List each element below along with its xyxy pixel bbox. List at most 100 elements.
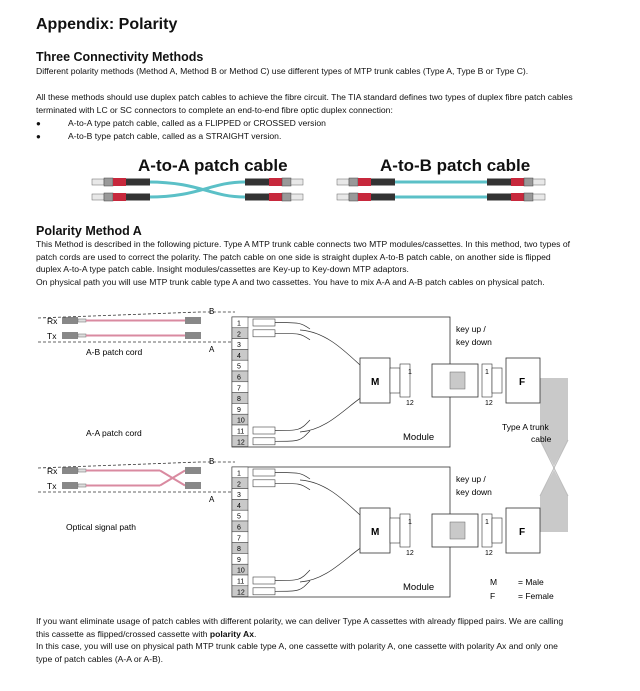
connector-body xyxy=(185,467,201,474)
internal-fiber xyxy=(274,430,311,442)
port-number: 8 xyxy=(237,546,241,553)
port-a-label: A xyxy=(209,495,215,504)
lc-adapter xyxy=(252,437,276,446)
paragraph-line: duplex A-to-A type patch cable. Insight … xyxy=(36,264,409,275)
mtp-pin-1: 1 xyxy=(485,369,489,376)
mtp-male-label: M xyxy=(371,377,379,388)
optical-signal-path-label: Optical signal path xyxy=(66,522,136,532)
trunk-label-line2: cable xyxy=(531,434,552,444)
key-down-label: key down xyxy=(456,337,492,347)
port-b-label: B xyxy=(209,307,214,316)
bullet-text: A-to-A type patch cable, called as a FLI… xyxy=(68,118,326,128)
connector-ferrule xyxy=(77,333,87,338)
patch-cord-label: A-B patch cord xyxy=(86,347,142,357)
footer-text-part: this cassette as flipped/crossed cassett… xyxy=(36,628,210,639)
mtp-male-label: M xyxy=(371,527,379,538)
rx-label: Rx xyxy=(47,466,58,476)
polarity-diagram: Type A trunk cable Optical signal path M… xyxy=(37,307,569,601)
key-up-label: key up / xyxy=(456,324,486,334)
port-number: 2 xyxy=(237,331,241,338)
mtp-ferrule xyxy=(389,517,401,544)
footer-line: type of patch cables (A-A or A-B). xyxy=(36,653,164,664)
rx-label: Rx xyxy=(47,316,58,326)
signal-path-line xyxy=(37,311,235,319)
footer-text-part: . xyxy=(253,628,257,639)
mtp-pin-12: 12 xyxy=(406,400,414,407)
mtp-male-block xyxy=(359,507,391,554)
key-up-label: key up / xyxy=(456,474,486,484)
lc-adapter xyxy=(252,329,276,338)
internal-fiber xyxy=(274,419,311,431)
section-heading-method-a: Polarity Method A xyxy=(36,224,142,238)
lc-adapter xyxy=(252,479,276,488)
mtp-housing xyxy=(399,363,411,398)
mtp-ferrule xyxy=(491,367,503,394)
footer-line: In this case, you will use on physical p… xyxy=(36,641,558,652)
patch-cable-illustration xyxy=(91,177,546,202)
ab-patch-cable xyxy=(336,177,546,202)
port-number: 2 xyxy=(237,481,241,488)
legend-m: M xyxy=(490,577,497,587)
mtp-ferrule xyxy=(491,517,503,544)
port-number: 12 xyxy=(237,589,245,596)
adapter-key xyxy=(449,521,466,540)
port-number: 8 xyxy=(237,396,241,403)
trunk-cable xyxy=(539,378,569,532)
trunk-label-line1: Type A trunk xyxy=(502,422,550,432)
module-label: Module xyxy=(403,582,434,593)
paragraph-line: All these methods should use duplex patc… xyxy=(36,92,573,102)
connector-ferrule xyxy=(77,483,87,488)
connector-body xyxy=(185,332,201,339)
paragraph-line: patch cords are used to correct the pola… xyxy=(36,251,551,262)
bullet-dot: ● xyxy=(36,132,41,141)
mtp-female-block xyxy=(505,357,541,404)
port-number: 10 xyxy=(237,418,245,425)
mtp-female-label: F xyxy=(519,527,525,538)
connector-ferrule xyxy=(77,468,87,473)
port-number: 1 xyxy=(237,321,241,328)
port-a-label: A xyxy=(209,345,215,354)
port-number: 9 xyxy=(237,407,241,414)
ab-cable-label: A-to-B patch cable xyxy=(380,156,531,175)
mtp-female-label: F xyxy=(519,377,525,388)
aa-patch-cable xyxy=(91,177,304,202)
port-cell xyxy=(231,435,249,447)
footer-text: If you want eliminate usage of patch cab… xyxy=(36,615,626,665)
port-number: 11 xyxy=(237,429,244,436)
port-number: 4 xyxy=(237,503,241,510)
lc-adapter xyxy=(252,318,276,327)
port-number: 6 xyxy=(237,375,241,382)
connector-body xyxy=(185,317,201,324)
mtp-ferrule xyxy=(389,367,401,394)
paragraph-line: On physical path you will use MTP trunk … xyxy=(36,276,545,287)
bullet-item: ●A-to-A type patch cable, called as a FL… xyxy=(36,117,326,131)
connector-ferrule xyxy=(77,318,87,323)
port-number: 11 xyxy=(237,579,244,586)
internal-fiber xyxy=(299,541,371,583)
aa-cable-label: A-to-A patch cable xyxy=(138,156,288,175)
method-a-description: This Method is described in the followin… xyxy=(36,238,626,288)
connector-body xyxy=(62,332,78,339)
mtp-housing xyxy=(399,513,411,548)
key-down-label: key down xyxy=(456,487,492,497)
internal-fiber xyxy=(274,332,311,341)
legend-f: F xyxy=(490,591,495,601)
paragraph-line: terminated with LC or SC connectors to c… xyxy=(36,104,393,115)
footer-line: this cassette as flipped/crossed cassett… xyxy=(36,628,626,641)
port-number: 3 xyxy=(237,342,241,349)
port-number: 10 xyxy=(237,568,245,575)
bullet-text: A-to-B type patch cable, called as a STR… xyxy=(68,131,282,141)
connectivity-intro: Different polarity methods (Method A, Me… xyxy=(36,66,529,76)
port-number: 5 xyxy=(237,364,241,371)
connector-body xyxy=(185,482,201,489)
port-number: 7 xyxy=(237,535,241,542)
port-b-label: B xyxy=(209,457,214,466)
internal-fiber xyxy=(299,329,371,375)
module-label: Module xyxy=(403,432,434,443)
legend-m-text: = Male xyxy=(518,577,544,587)
patch-cord-label: A-A patch cord xyxy=(86,428,142,438)
mtp-pin-1: 1 xyxy=(485,519,489,526)
bullet-item: ● A-to-B type patch cable, called as a ST… xyxy=(36,130,281,144)
